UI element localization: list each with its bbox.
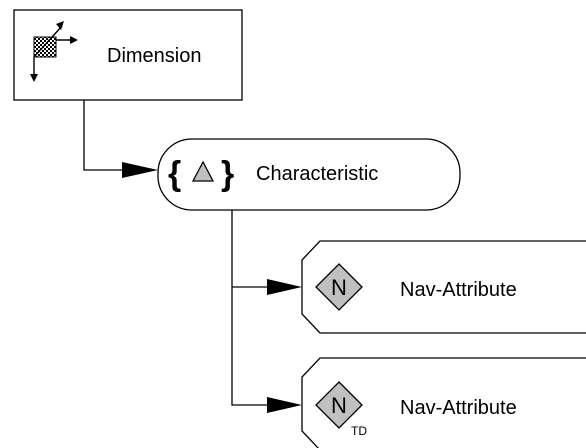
arrowhead xyxy=(267,397,302,413)
dimension-label: Dimension xyxy=(107,45,201,67)
svg-text:}: } xyxy=(221,155,234,193)
nav-attribute-td-diamond-icon: N TD xyxy=(315,381,367,438)
arrowhead xyxy=(267,279,302,295)
nav-attribute-td-subscript: TD xyxy=(351,424,367,438)
nav-attribute-box-1 xyxy=(301,240,586,334)
nav-attribute-icon-letter: N xyxy=(331,393,347,418)
characteristic-label: Characteristic xyxy=(256,163,378,185)
dimension-axes-icon xyxy=(30,21,78,82)
characteristic-node[interactable]: { } Characteristic xyxy=(157,138,461,211)
edge-dimension-to-characteristic xyxy=(83,100,158,178)
characteristic-braces-triangle-icon: { } xyxy=(168,155,234,193)
characteristic-box xyxy=(157,138,461,211)
nav-attribute-label-2: Nav-Attribute xyxy=(400,397,517,419)
edge-characteristic-to-nav-attributes xyxy=(231,210,302,413)
nav-attribute-diamond-icon: N xyxy=(315,263,363,311)
nav-attribute-node-2[interactable]: N TD Nav-Attribute xyxy=(301,357,586,448)
nav-attribute-node-1[interactable]: N Nav-Attribute xyxy=(301,240,586,334)
arrowhead xyxy=(122,162,158,178)
dimension-node[interactable]: Dimension xyxy=(13,9,243,101)
nav-attribute-box-2 xyxy=(301,357,586,448)
nav-attribute-label-1: Nav-Attribute xyxy=(400,279,517,301)
svg-text:{: { xyxy=(168,155,181,193)
nav-attribute-icon-letter: N xyxy=(331,275,347,300)
